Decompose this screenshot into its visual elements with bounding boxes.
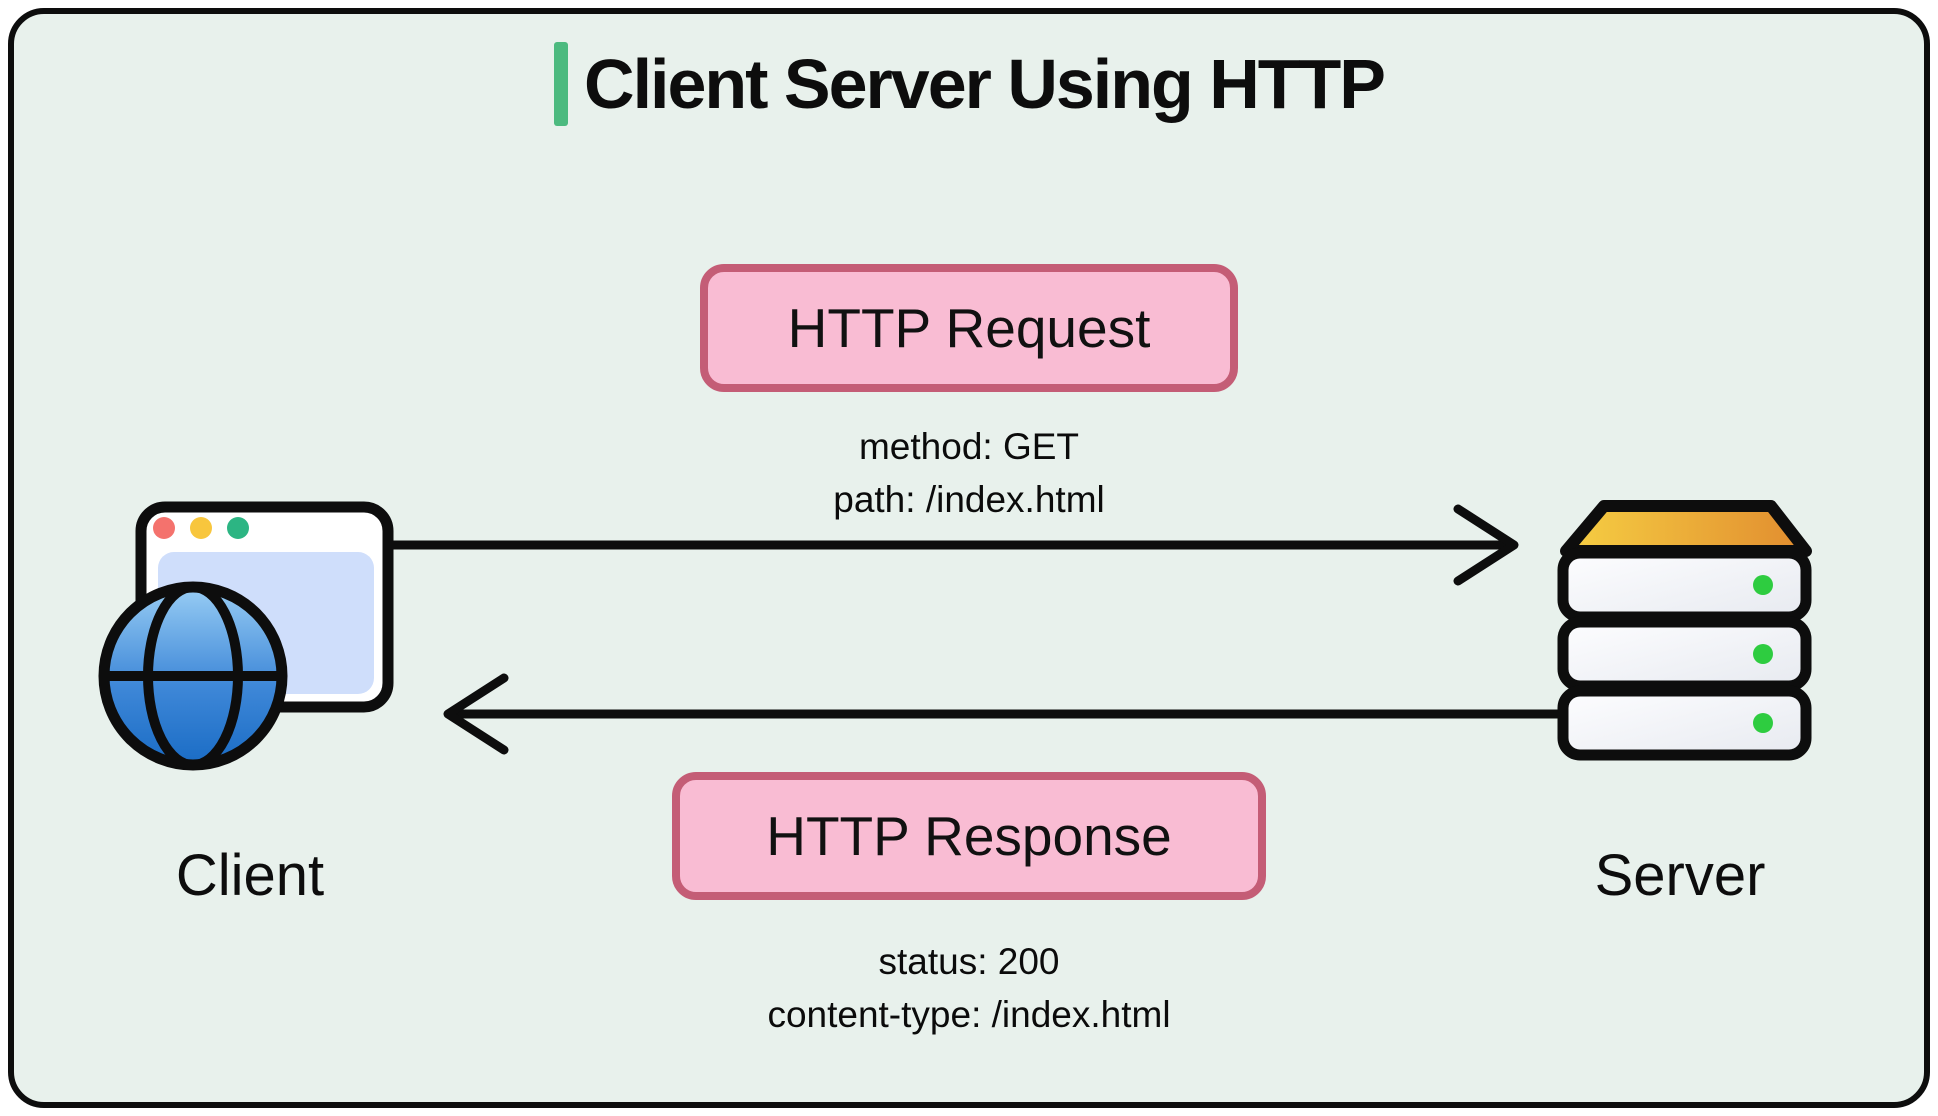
response-details: status: 200 content-type: /index.html — [0, 936, 1938, 1041]
title-row: Client Server Using HTTP — [0, 42, 1938, 126]
http-request-label: HTTP Request — [787, 297, 1151, 359]
title-accent-bar — [554, 42, 569, 126]
request-path-text: path: /index.html — [833, 478, 1105, 520]
client-label: Client — [175, 843, 325, 908]
http-response-label: HTTP Response — [766, 805, 1172, 867]
server-label: Server — [1594, 843, 1766, 908]
response-content-type-text: content-type: /index.html — [767, 993, 1171, 1035]
request-method-text: method: GET — [858, 426, 1080, 467]
page-title: Client Server Using HTTP — [584, 45, 1386, 123]
request-details: method: GET path: /index.html — [0, 421, 1938, 526]
response-status-text: status: 200 — [878, 941, 1060, 982]
http-response-badge: HTTP Response — [672, 772, 1266, 900]
http-request-badge: HTTP Request — [700, 264, 1238, 392]
